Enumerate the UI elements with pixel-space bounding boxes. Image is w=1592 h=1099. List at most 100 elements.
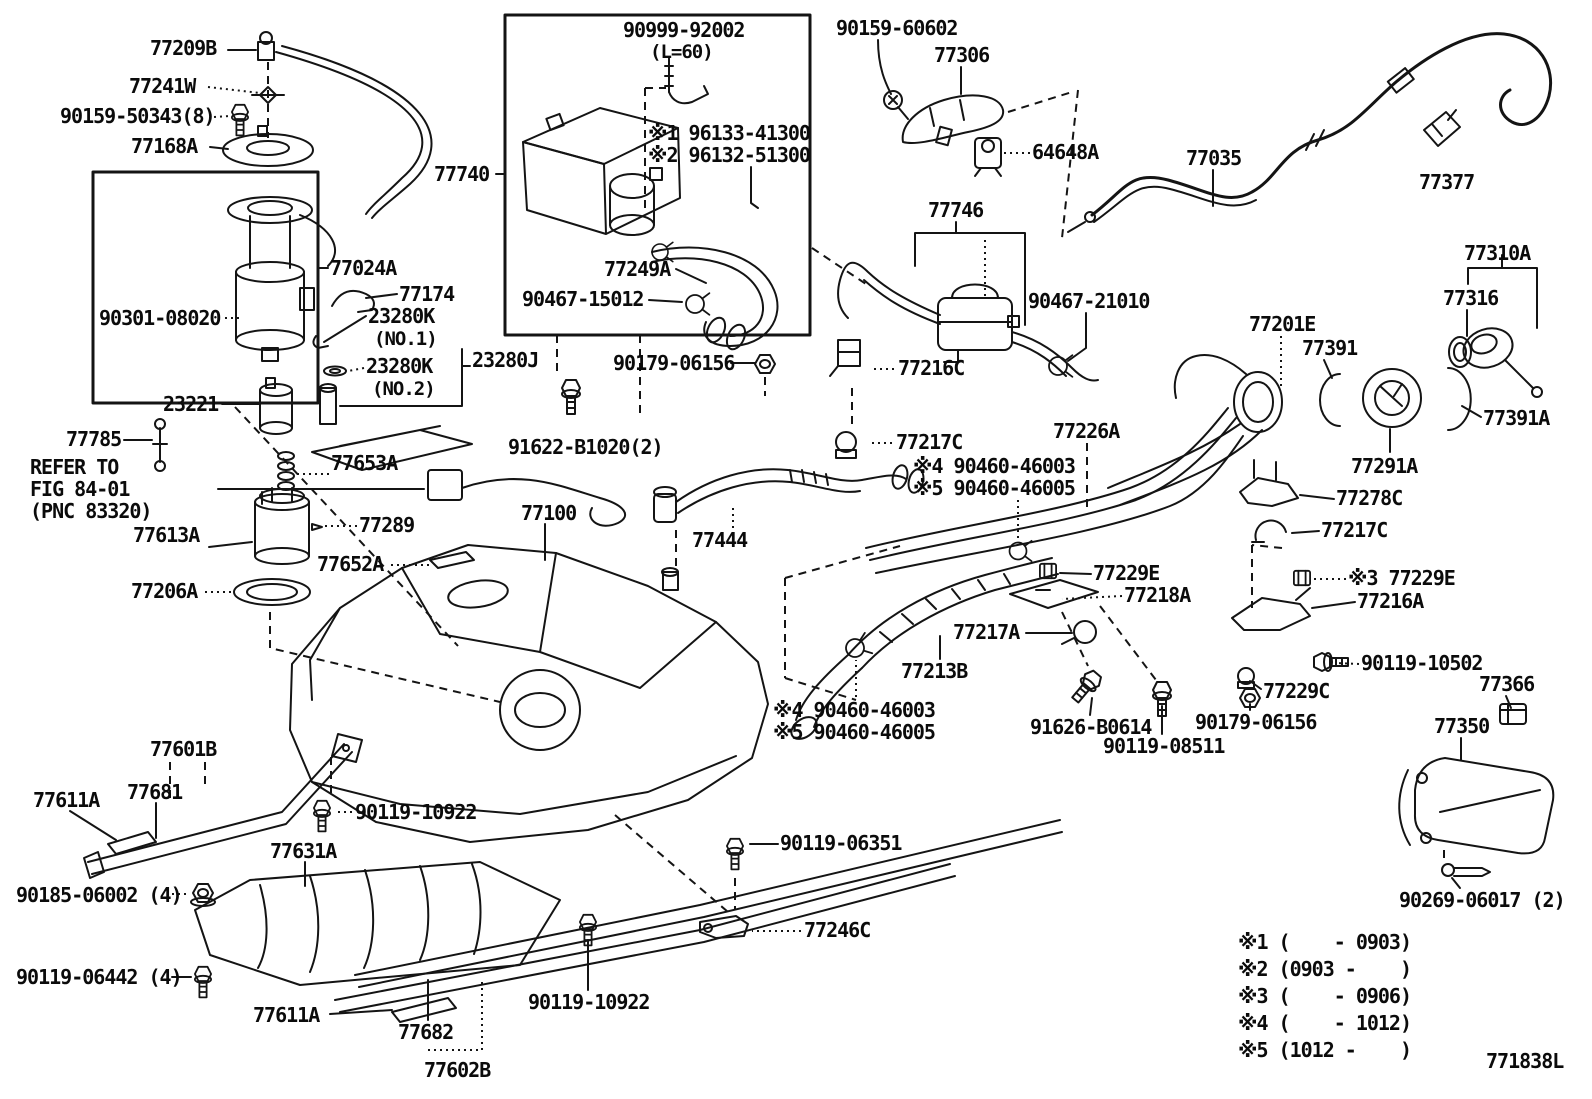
label-refer-2: FIG 84-01 (30, 477, 130, 501)
label-77681: 77681 (127, 780, 183, 804)
label-footnote-3: ※3 ( - 0906) (1238, 984, 1412, 1008)
fuel-pump-module-art (222, 31, 473, 471)
label-90119-10922-b: 90119-10922 (528, 990, 650, 1014)
label-77740: 77740 (434, 162, 490, 186)
label-77201E: 77201E (1249, 312, 1316, 336)
label-90159-60602: 90159-60602 (836, 16, 958, 40)
label-footnote-2: ※2 (0903 - ) (1238, 957, 1412, 981)
fuel-lid-art (1398, 703, 1555, 877)
label-90119-10502: 90119-10502 (1361, 651, 1483, 675)
label-91622-B1020: 91622-B1020(2) (508, 435, 664, 459)
label-77209B: 77209B (150, 36, 217, 60)
pipes-and-hoses-art (653, 407, 1244, 740)
label-77611A-a: 77611A (33, 788, 100, 812)
fuel-tank-art (289, 544, 769, 843)
label-diagram-code: 771838L (1486, 1049, 1564, 1073)
dashed-construction-lines (169, 87, 1445, 913)
label-77226A: 77226A (1053, 419, 1120, 443)
label-77377: 77377 (1419, 170, 1475, 194)
label-23280J: 23280J (472, 348, 539, 372)
label-77278C: 77278C (1336, 486, 1403, 510)
filler-pipe-art (1107, 327, 1543, 506)
label-77216A: 77216A (1357, 589, 1424, 613)
label-77218A: 77218A (1124, 583, 1191, 607)
label-77229C: 77229C (1263, 679, 1330, 703)
right-bracket-stack-art (1009, 459, 1349, 717)
label-77306: 77306 (934, 43, 990, 67)
label-77100: 77100 (521, 501, 577, 525)
label-refer-3: (PNC 83320) (30, 499, 152, 523)
label-77613A: 77613A (133, 523, 200, 547)
label-77391A: 77391A (1483, 406, 1550, 430)
label-77241W: 77241W (129, 74, 196, 98)
label-90301-08020: 90301-08020 (99, 306, 221, 330)
label-footnote-5: ※5 (1012 - ) (1238, 1038, 1412, 1062)
label-23221: 23221 (163, 392, 219, 416)
label-90467-15012: 90467-15012 (522, 287, 644, 311)
label-x2-96132: ※2 96132-51300 (648, 143, 811, 167)
label-90185-06002: 90185-06002 (4) (16, 883, 183, 907)
label-90119-10922-a: 90119-10922 (355, 800, 477, 824)
label-91626-B0614: 91626-B0614 (1030, 715, 1152, 739)
label-77601B: 77601B (150, 737, 217, 761)
label-77316: 77316 (1443, 286, 1499, 310)
label-77213B: 77213B (901, 659, 968, 683)
label-77391: 77391 (1302, 336, 1358, 360)
label-90999-92002: 90999-92002 (623, 18, 745, 42)
label-90179-06156-a: 90179-06156 (613, 351, 735, 375)
label-77174: 77174 (399, 282, 455, 306)
label-77217C-b: 77217C (1321, 518, 1388, 542)
label-77444: 77444 (692, 528, 748, 552)
label-x1-96133: ※1 96133-41300 (648, 121, 811, 145)
label-77366: 77366 (1479, 672, 1535, 696)
label-77652A: 77652A (317, 552, 384, 576)
label-77168A: 77168A (131, 134, 198, 158)
label-90467-21010: 90467-21010 (1028, 289, 1150, 313)
label-23280K-2: 23280K (366, 354, 433, 378)
label-77289: 77289 (359, 513, 415, 537)
charcoal-canister-art (522, 57, 779, 415)
label-77217C-a: 77217C (896, 430, 963, 454)
label-77246C: 77246C (804, 918, 871, 942)
label-77631A: 77631A (270, 839, 337, 863)
label-90159-50343: 90159-50343(8) (60, 104, 216, 128)
label-x5-90460-b: ※5 90460-46005 (773, 720, 936, 744)
label-90179-06156-b: 90179-06156 (1195, 710, 1317, 734)
label-footnote-4: ※4 ( - 1012) (1238, 1011, 1412, 1035)
label-x4-90460-a: ※4 90460-46003 (913, 454, 1076, 478)
label-90999-L60: (L=60) (650, 41, 714, 63)
label-77611A-b: 77611A (253, 1003, 320, 1027)
label-90119-06351: 90119-06351 (780, 831, 902, 855)
label-x3-77229E: ※3 77229E (1348, 566, 1456, 590)
straps-and-shield-art (83, 733, 1063, 1023)
label-77249A: 77249A (604, 257, 671, 281)
label-77350: 77350 (1434, 714, 1490, 738)
label-x4-90460-b: ※4 90460-46003 (773, 698, 936, 722)
label-77024A: 77024A (330, 256, 397, 280)
label-64648A: 64648A (1032, 140, 1099, 164)
label-refer-1: REFER TO (30, 455, 119, 479)
label-90269-06017: 90269-06017 (2) (1399, 888, 1566, 912)
label-77216C: 77216C (898, 356, 965, 380)
canister-assy-77746-art (829, 261, 1099, 459)
label-77217A: 77217A (953, 620, 1020, 644)
label-77035: 77035 (1186, 146, 1242, 170)
label-x5-90460-a: ※5 90460-46005 (913, 476, 1076, 500)
label-77746: 77746 (928, 198, 984, 222)
label-77653A: 77653A (331, 451, 398, 475)
sender-and-filter-art (152, 418, 627, 606)
label-77310A: 77310A (1464, 241, 1531, 265)
label-23280K-1-no: (NO.1) (374, 328, 438, 350)
label-90119-06442: 90119-06442 (4) (16, 965, 183, 989)
label-90119-08511: 90119-08511 (1103, 734, 1225, 758)
label-77785: 77785 (66, 427, 122, 451)
top-right-art (883, 32, 1552, 233)
label-77291A: 77291A (1351, 454, 1418, 478)
label-77229E: 77229E (1093, 561, 1160, 585)
leader-lines (69, 39, 1538, 1051)
label-77206A: 77206A (131, 579, 198, 603)
label-23280K-2-no: (NO.2) (372, 378, 436, 400)
